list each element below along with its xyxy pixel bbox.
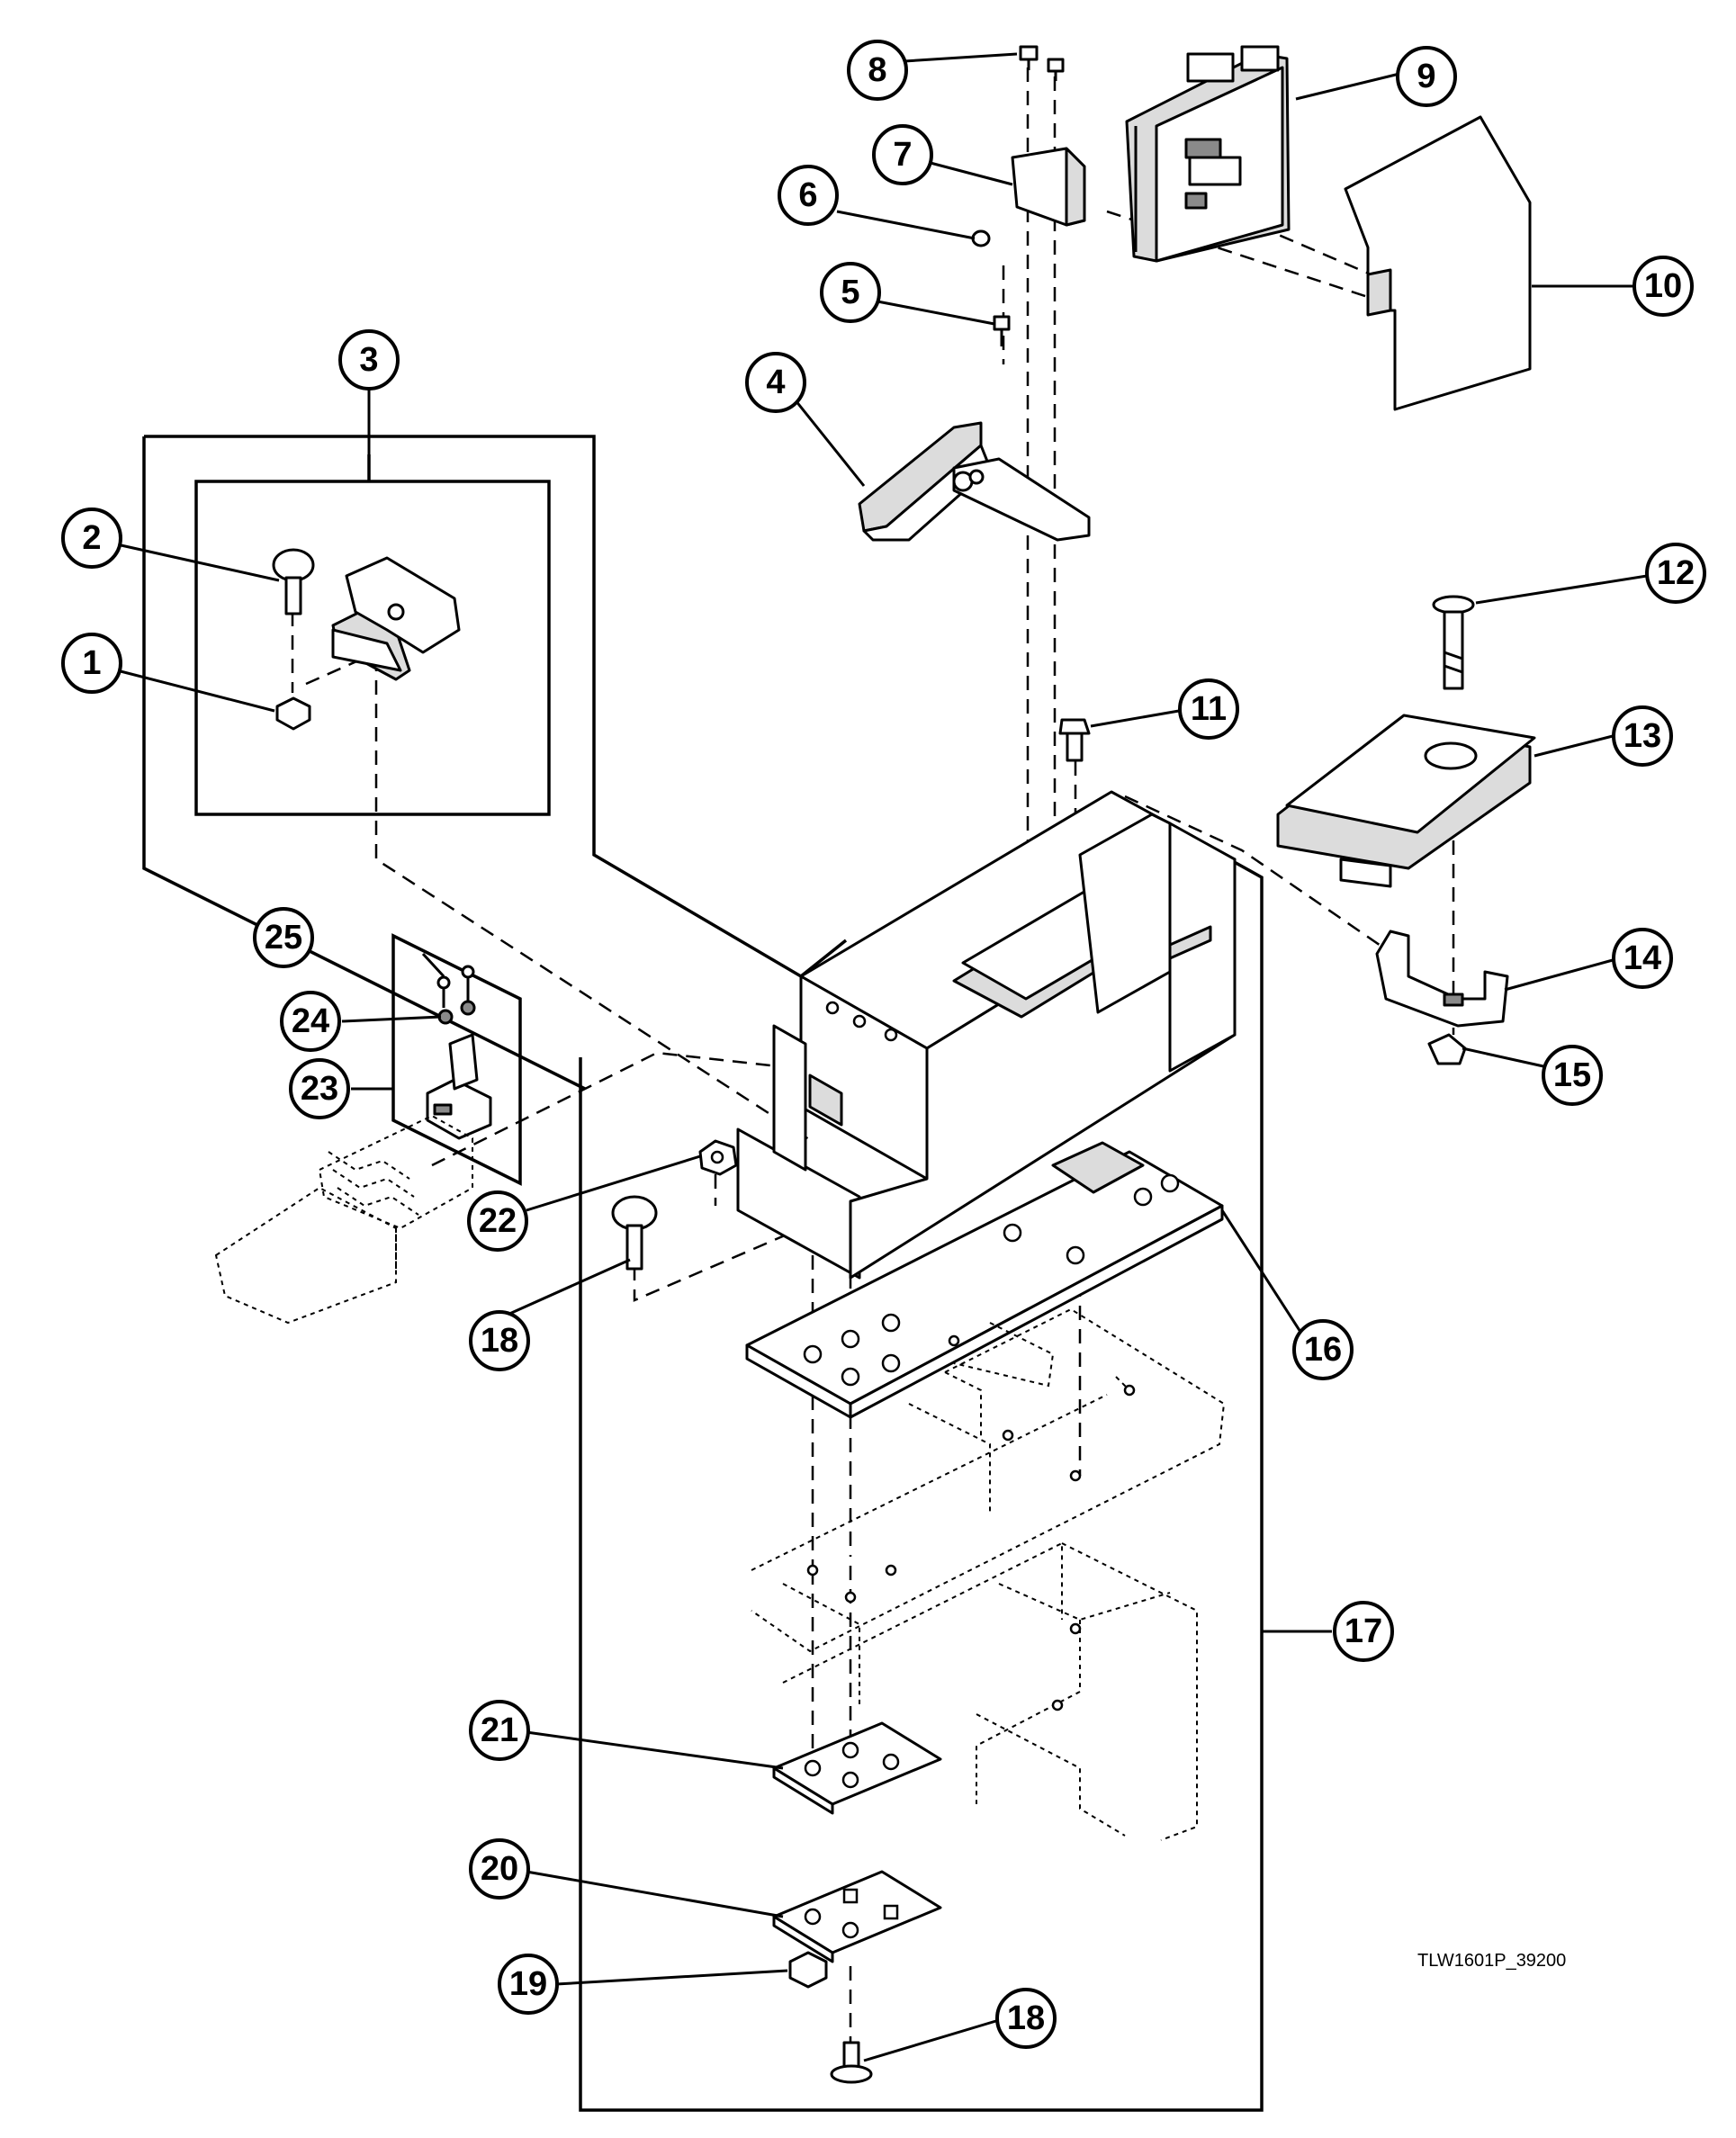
- svg-text:5: 5: [841, 274, 859, 311]
- svg-text:18: 18: [1007, 1999, 1045, 2037]
- svg-text:22: 22: [479, 1202, 517, 1240]
- svg-text:17: 17: [1345, 1612, 1382, 1650]
- svg-text:24: 24: [292, 1002, 329, 1040]
- part-5-screw: [993, 315, 1011, 346]
- svg-text:18: 18: [481, 1322, 518, 1360]
- callout-11: 11: [1178, 678, 1239, 740]
- callout-10: 10: [1633, 256, 1694, 317]
- svg-text:19: 19: [509, 1965, 547, 2003]
- part-21-plate: [772, 1721, 942, 1815]
- callout-3: 3: [338, 329, 400, 391]
- callout-15: 15: [1542, 1045, 1603, 1106]
- svg-text:8: 8: [868, 51, 886, 89]
- vehicle-understructure: [751, 1307, 1226, 1841]
- svg-text:10: 10: [1644, 267, 1682, 305]
- svg-text:14: 14: [1624, 939, 1661, 977]
- svg-text:3: 3: [359, 341, 378, 379]
- callout-20: 20: [469, 1838, 530, 1900]
- part-13-plate: [1276, 714, 1536, 888]
- callout-18-upper: 18: [469, 1310, 530, 1371]
- svg-text:2: 2: [82, 519, 101, 557]
- svg-text:23: 23: [301, 1070, 338, 1108]
- svg-text:13: 13: [1624, 717, 1661, 755]
- part-25-screws: [436, 965, 475, 1008]
- leader-lines: [116, 52, 1648, 2062]
- callout-23: 23: [289, 1058, 350, 1119]
- part-22-nut: [698, 1139, 738, 1176]
- callout-12: 12: [1645, 543, 1706, 604]
- callout-18-lower: 18: [995, 1988, 1057, 2049]
- callout-4: 4: [745, 352, 806, 413]
- part-23-latch: [426, 1033, 492, 1140]
- drawing-number: TLW1601P_39200: [1417, 1951, 1567, 1971]
- svg-text:25: 25: [265, 919, 302, 957]
- svg-text:9: 9: [1417, 58, 1435, 95]
- callout-24: 24: [280, 991, 341, 1052]
- callout-17: 17: [1333, 1601, 1394, 1662]
- callout-16: 16: [1292, 1319, 1354, 1380]
- part-8-screws: [1019, 45, 1065, 81]
- console-housing: [736, 790, 1237, 1280]
- callout-8: 8: [847, 40, 908, 101]
- frame-group-3-inner: [194, 480, 551, 816]
- svg-text:15: 15: [1553, 1056, 1591, 1094]
- callout-21: 21: [469, 1700, 530, 1761]
- svg-text:20: 20: [481, 1850, 518, 1888]
- callout-22: 22: [467, 1190, 528, 1252]
- svg-text:16: 16: [1304, 1331, 1342, 1369]
- part-3-latch: [331, 556, 461, 681]
- svg-text:21: 21: [481, 1711, 518, 1749]
- callout-25: 25: [253, 907, 314, 968]
- callout-13: 13: [1612, 705, 1673, 767]
- callout-7: 7: [872, 124, 933, 185]
- part-11-screw: [1058, 718, 1091, 762]
- callout-19: 19: [498, 1954, 559, 2015]
- part-18-bolt-lower: [830, 2041, 873, 2084]
- part-18-bolt-upper: [611, 1195, 658, 1271]
- part-6-screw: [971, 229, 991, 247]
- handle-assembly-phantom: [214, 1114, 473, 1325]
- frame-group-3-outer: [144, 435, 848, 979]
- frame-group-3-left: [142, 436, 586, 1091]
- callout-2: 2: [61, 508, 122, 569]
- callout-14: 14: [1612, 928, 1673, 989]
- part-1-nut: [275, 696, 311, 731]
- callout-1: 1: [61, 633, 122, 694]
- svg-text:11: 11: [1191, 690, 1227, 728]
- callout-9: 9: [1396, 46, 1457, 107]
- part-9-module: [1125, 45, 1291, 263]
- svg-text:7: 7: [893, 136, 912, 174]
- part-7-bracket: [1011, 147, 1086, 227]
- part-16-plate: [745, 1141, 1224, 1419]
- callout-5: 5: [820, 262, 881, 323]
- part-2-screw: [272, 548, 315, 615]
- part-20-plate: [772, 1870, 942, 1963]
- part-10-cover: [1344, 115, 1532, 411]
- svg-text:12: 12: [1657, 554, 1695, 592]
- part-19-nut: [788, 1951, 828, 1989]
- part-4-pedal: [858, 421, 1091, 542]
- svg-text:1: 1: [82, 644, 101, 682]
- svg-text:6: 6: [798, 176, 817, 214]
- frame-group-23: [391, 933, 522, 1186]
- callout-6: 6: [778, 165, 839, 226]
- part-12-bolt: [1432, 595, 1475, 690]
- part-15-nut: [1427, 1033, 1467, 1065]
- part-14-bracket: [1375, 930, 1509, 1028]
- svg-text:4: 4: [766, 364, 785, 401]
